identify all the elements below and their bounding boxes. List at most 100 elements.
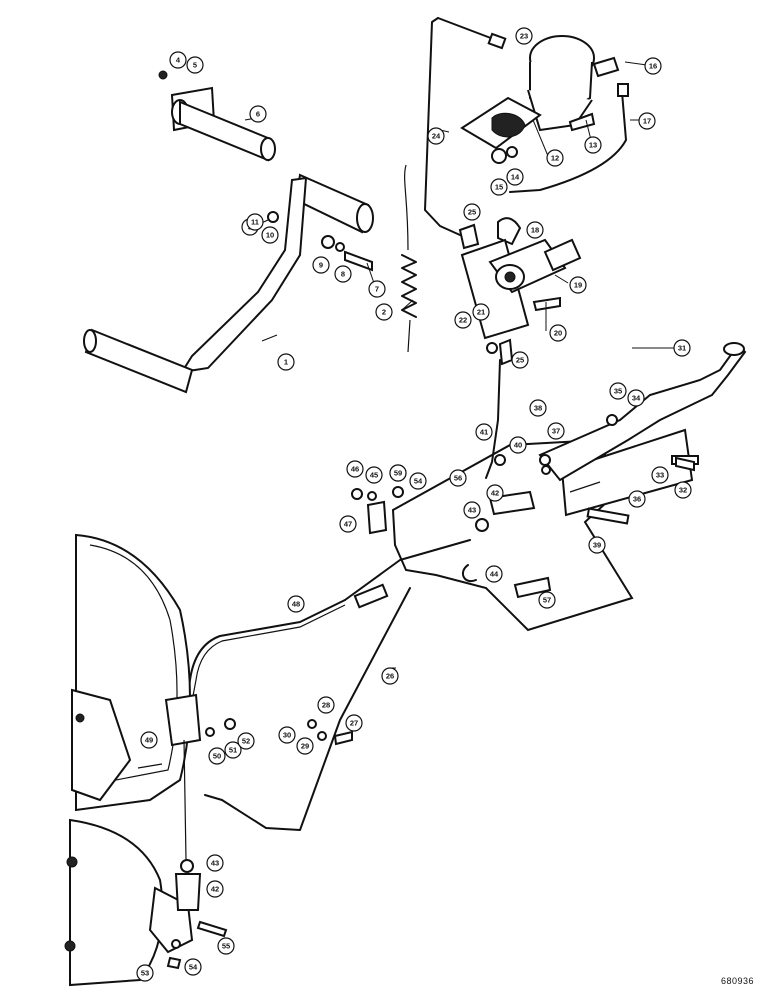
- callout-number: 56: [454, 474, 462, 483]
- callout-number: 17: [643, 117, 651, 126]
- callout-number: 34: [632, 394, 641, 403]
- callout-42: 42: [486, 484, 504, 502]
- callout-circle: [529, 399, 547, 417]
- callout-number: 31: [678, 344, 686, 353]
- callout-circle: [449, 469, 467, 487]
- callout-circle: [588, 536, 606, 554]
- callout-circle: [569, 276, 587, 294]
- callout-34: 34: [627, 389, 645, 407]
- callout-circle: [375, 303, 393, 321]
- callout-number: 54: [189, 963, 198, 972]
- callout-31: 31: [673, 339, 691, 357]
- callout-number: 55: [222, 942, 230, 951]
- callout-number: 46: [351, 465, 359, 474]
- callout-circle: [184, 958, 202, 976]
- callout-50: 50: [208, 747, 226, 765]
- callout-circle: [644, 57, 662, 75]
- callout-53: 53: [136, 964, 154, 982]
- callout-1: 1: [277, 353, 295, 371]
- callout-circle: [346, 460, 364, 478]
- callout-10: 10: [261, 226, 279, 244]
- callout-circle: [287, 595, 305, 613]
- callout-circle: [409, 472, 427, 490]
- callout-number: 37: [552, 427, 560, 436]
- callout-circle: [381, 667, 399, 685]
- callout-number: 45: [370, 471, 378, 480]
- callout-17: 17: [638, 112, 656, 130]
- callout-circle: [296, 737, 314, 755]
- callout-circle: [463, 203, 481, 221]
- callout-number: 40: [514, 441, 522, 450]
- callout-number: 8: [341, 270, 345, 279]
- callout-number: 27: [350, 719, 358, 728]
- callout-circle: [472, 303, 490, 321]
- callout-55: 55: [217, 937, 235, 955]
- callout-9: 9: [312, 256, 330, 274]
- callout-36: 36: [628, 490, 646, 508]
- callout-30: 30: [278, 726, 296, 744]
- callout-circle: [546, 149, 564, 167]
- callout-circle: [673, 339, 691, 357]
- callout-48: 48: [287, 595, 305, 613]
- callout-number: 1: [284, 358, 288, 367]
- callout-32: 32: [674, 481, 692, 499]
- callout-circle: [186, 56, 204, 74]
- callout-45: 45: [365, 466, 383, 484]
- callout-circle: [485, 565, 503, 583]
- callout-42: 42: [206, 880, 224, 898]
- callout-circle: [140, 731, 158, 749]
- callout-number: 21: [477, 308, 485, 317]
- callout-circle: [249, 105, 267, 123]
- callout-circle: [345, 714, 363, 732]
- brake-drums: [64, 533, 353, 987]
- callout-circle: [547, 422, 565, 440]
- callout-number: 2: [382, 308, 386, 317]
- hand-brake-assembly: [351, 342, 747, 632]
- callout-number: 38: [534, 404, 542, 413]
- callout-number: 41: [480, 428, 488, 437]
- callout-number: 52: [242, 737, 250, 746]
- callout-number: 16: [649, 62, 657, 71]
- callout-2: 2: [375, 303, 393, 321]
- callout-6: 6: [249, 105, 267, 123]
- callout-circle: [206, 880, 224, 898]
- callout-35: 35: [609, 382, 627, 400]
- callout-number: 25: [468, 208, 476, 217]
- callout-number: 6: [256, 110, 260, 119]
- callout-44: 44: [485, 565, 503, 583]
- callout-25: 25: [463, 203, 481, 221]
- callout-number: 48: [292, 600, 300, 609]
- callout-number: 44: [490, 570, 499, 579]
- callout-circle: [136, 964, 154, 982]
- callout-33: 33: [651, 466, 669, 484]
- callout-24: 24: [427, 127, 445, 145]
- callout-number: 11: [251, 218, 259, 227]
- callout-26: 26: [381, 667, 399, 685]
- callout-39: 39: [588, 536, 606, 554]
- callout-number: 18: [531, 226, 539, 235]
- callout-circle: [246, 213, 264, 231]
- callout-number: 57: [543, 596, 551, 605]
- callout-number: 9: [319, 261, 323, 270]
- callout-circle: [208, 747, 226, 765]
- brake-cable: [184, 359, 501, 831]
- callout-49: 49: [140, 731, 158, 749]
- callout-circle: [277, 353, 295, 371]
- callout-number: 10: [266, 231, 274, 240]
- callout-circle: [427, 127, 445, 145]
- callout-13: 13: [584, 136, 602, 154]
- callout-circle: [368, 280, 386, 298]
- callout-circle: [334, 265, 352, 283]
- callout-54: 54: [184, 958, 202, 976]
- callout-29: 29: [296, 737, 314, 755]
- callout-circle: [278, 726, 296, 744]
- callout-circle: [538, 591, 556, 609]
- callout-circle: [627, 389, 645, 407]
- callout-37: 37: [547, 422, 565, 440]
- callout-number: 43: [468, 506, 476, 515]
- callout-circle: [511, 351, 529, 369]
- callout-21: 21: [472, 303, 490, 321]
- callout-number: 35: [614, 387, 622, 396]
- callout-number: 4: [176, 56, 181, 65]
